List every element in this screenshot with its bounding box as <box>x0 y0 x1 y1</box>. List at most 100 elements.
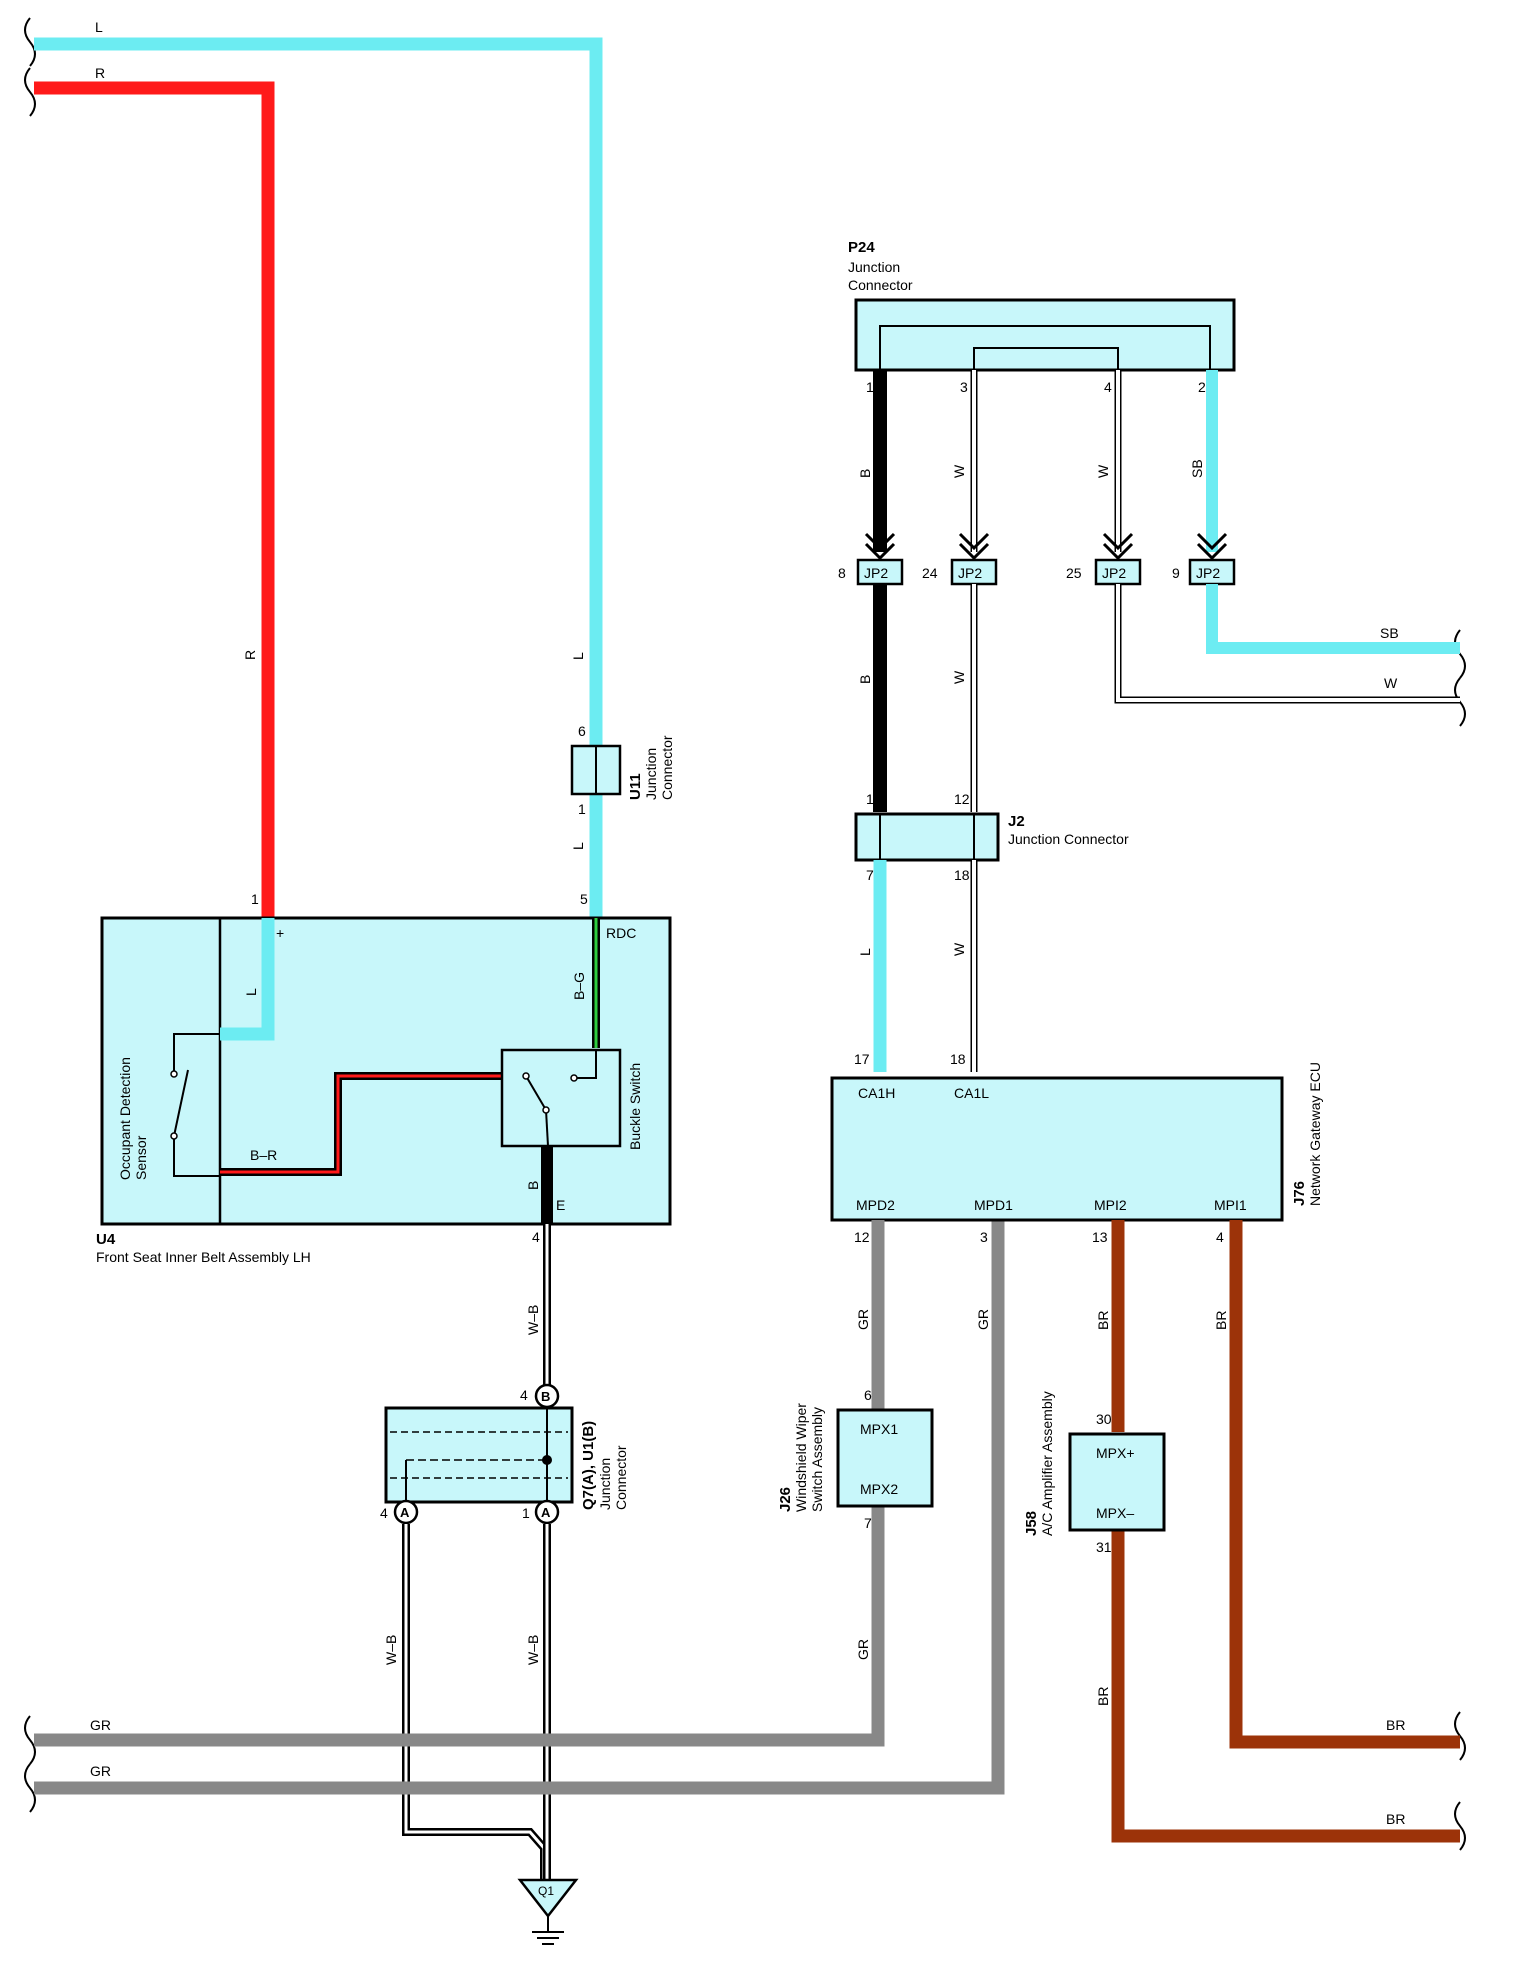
j76-ecu <box>830 1076 1284 1222</box>
j76-pin-17: 17 <box>854 1051 870 1067</box>
j26-name-1: Windshield Wiper <box>793 1403 809 1512</box>
label-j2-l: L <box>857 948 873 956</box>
j58-mpxp: MPX+ <box>1096 1445 1135 1461</box>
label-mpi2-br: BR <box>1095 1311 1111 1330</box>
p24-connector <box>854 298 1236 372</box>
j2-name: Junction Connector <box>1008 831 1129 847</box>
q7-tag-a-left <box>393 1499 419 1525</box>
j76-pin-13: 13 <box>1092 1229 1108 1245</box>
j58-pin-31: 31 <box>1096 1539 1112 1555</box>
label-j26-gr: GR <box>855 1639 871 1660</box>
j76-pin-12: 12 <box>854 1229 870 1245</box>
p24-pin-1: 1 <box>866 379 874 395</box>
u11-pin-6: 6 <box>578 723 586 739</box>
q7-tag-a-right <box>534 1499 560 1525</box>
label-p24-b: B <box>857 469 873 478</box>
q7-name-2: Connector <box>613 1445 629 1510</box>
j58-code: J58 <box>1023 1511 1040 1536</box>
q7-tag-a-right-text: A <box>541 1505 551 1520</box>
j2-pin-7: 7 <box>866 867 874 883</box>
jp2-connectors <box>856 558 1236 586</box>
j26-pin-7: 7 <box>864 1515 872 1531</box>
j76-pin-18: 18 <box>950 1051 966 1067</box>
u4-pin-5: 5 <box>580 891 588 907</box>
j26-pin-6: 6 <box>864 1387 872 1403</box>
occupant-sensor-switch <box>173 1033 220 1177</box>
q7-pin-4b: 4 <box>520 1387 528 1403</box>
u4-plus: + <box>276 925 284 941</box>
label-p24-w1: W <box>951 464 967 478</box>
j58-mpxm: MPX– <box>1096 1505 1134 1521</box>
u11-name-2: Connector <box>659 735 675 800</box>
q7-name-1: Junction <box>597 1458 613 1510</box>
j26-mpx2: MPX2 <box>860 1481 898 1497</box>
wire-l-top <box>34 37 603 918</box>
break-marks-left <box>24 17 36 1813</box>
label-b-r: B–R <box>250 1147 277 1163</box>
label-top-l: L <box>95 19 103 35</box>
jp2-chevrons <box>864 532 1228 561</box>
j76-pin-3: 3 <box>980 1229 988 1245</box>
wire-mpi1-br <box>1229 1220 1460 1749</box>
ground-symbol <box>532 1916 564 1945</box>
label-sb-out: SB <box>1380 625 1399 641</box>
label-p24-sb: SB <box>1189 459 1205 478</box>
jp2-label-8: JP2 <box>864 565 888 581</box>
u4-rdc: RDC <box>606 925 636 941</box>
label-l-vert: L <box>570 652 586 660</box>
break-marks-right <box>1454 629 1466 1851</box>
buckle-switch <box>500 1048 622 1148</box>
label-w-b-top: W–B <box>525 1305 541 1335</box>
label-j58-br: BR <box>1095 1687 1111 1706</box>
u4-name: Front Seat Inner Belt Assembly LH <box>96 1249 311 1265</box>
p24-code: P24 <box>848 239 875 256</box>
q7-pin-4a: 4 <box>380 1505 388 1521</box>
label-j2-w: W <box>951 942 967 956</box>
u4-sensor-1: Occupant Detection <box>117 1057 133 1180</box>
p24-pin-4: 4 <box>1104 379 1112 395</box>
u11-pin-1: 1 <box>578 801 586 817</box>
u4-sensor-2: Sensor <box>133 1135 149 1180</box>
label-l-u11: L <box>570 842 586 850</box>
jp-pin-9: 9 <box>1172 565 1180 581</box>
j76-pin-4: 4 <box>1216 1229 1224 1245</box>
q7-tag-a-left-text: A <box>400 1505 410 1520</box>
jp-pin-24: 24 <box>922 565 938 581</box>
label-mpd1-gr: GR <box>975 1309 991 1330</box>
label-w-b-right: W–B <box>525 1635 541 1665</box>
j26-name-2: Switch Assembly <box>809 1407 825 1512</box>
p24-name-2: Connector <box>848 277 913 293</box>
jp2-label-25: JP2 <box>1102 565 1126 581</box>
j2-pin-12: 12 <box>954 791 970 807</box>
label-p24-w2: W <box>1095 464 1111 478</box>
label-mpd2-gr: GR <box>855 1309 871 1330</box>
j76-mpi1: MPI1 <box>1214 1197 1247 1213</box>
j2-connector <box>854 812 1000 862</box>
p24-pin-2: 2 <box>1198 379 1206 395</box>
jp2-label-24: JP2 <box>958 565 982 581</box>
q7-pin-1a: 1 <box>522 1505 530 1521</box>
u4-pin-1: 1 <box>251 891 259 907</box>
j76-name: Network Gateway ECU <box>1307 1062 1323 1206</box>
j26-switch <box>836 1408 934 1508</box>
label-br-1: BR <box>1386 1717 1405 1733</box>
u4-switch: Buckle Switch <box>627 1063 643 1150</box>
j26-mpx1: MPX1 <box>860 1421 898 1437</box>
jp2-label-9: JP2 <box>1196 565 1220 581</box>
u11-name-1: Junction <box>643 748 659 800</box>
label-br-2: BR <box>1386 1811 1405 1827</box>
jp-pin-25: 25 <box>1066 565 1082 581</box>
j58-amplifier <box>1068 1432 1166 1532</box>
label-b-e: B <box>525 1181 541 1190</box>
wire-w-b-left <box>402 1524 548 1880</box>
j2-pin-18: 18 <box>954 867 970 883</box>
jp-pin-8: 8 <box>838 565 846 581</box>
p24-pin-3: 3 <box>960 379 968 395</box>
j2-pin-1: 1 <box>866 791 874 807</box>
j76-ca1h: CA1H <box>858 1085 895 1101</box>
j76-mpd2: MPD2 <box>856 1197 895 1213</box>
j76-ca1l: CA1L <box>954 1085 989 1101</box>
label-r-vert: R <box>242 650 258 660</box>
q7-code: Q7(A), U1(B) <box>580 1421 597 1510</box>
